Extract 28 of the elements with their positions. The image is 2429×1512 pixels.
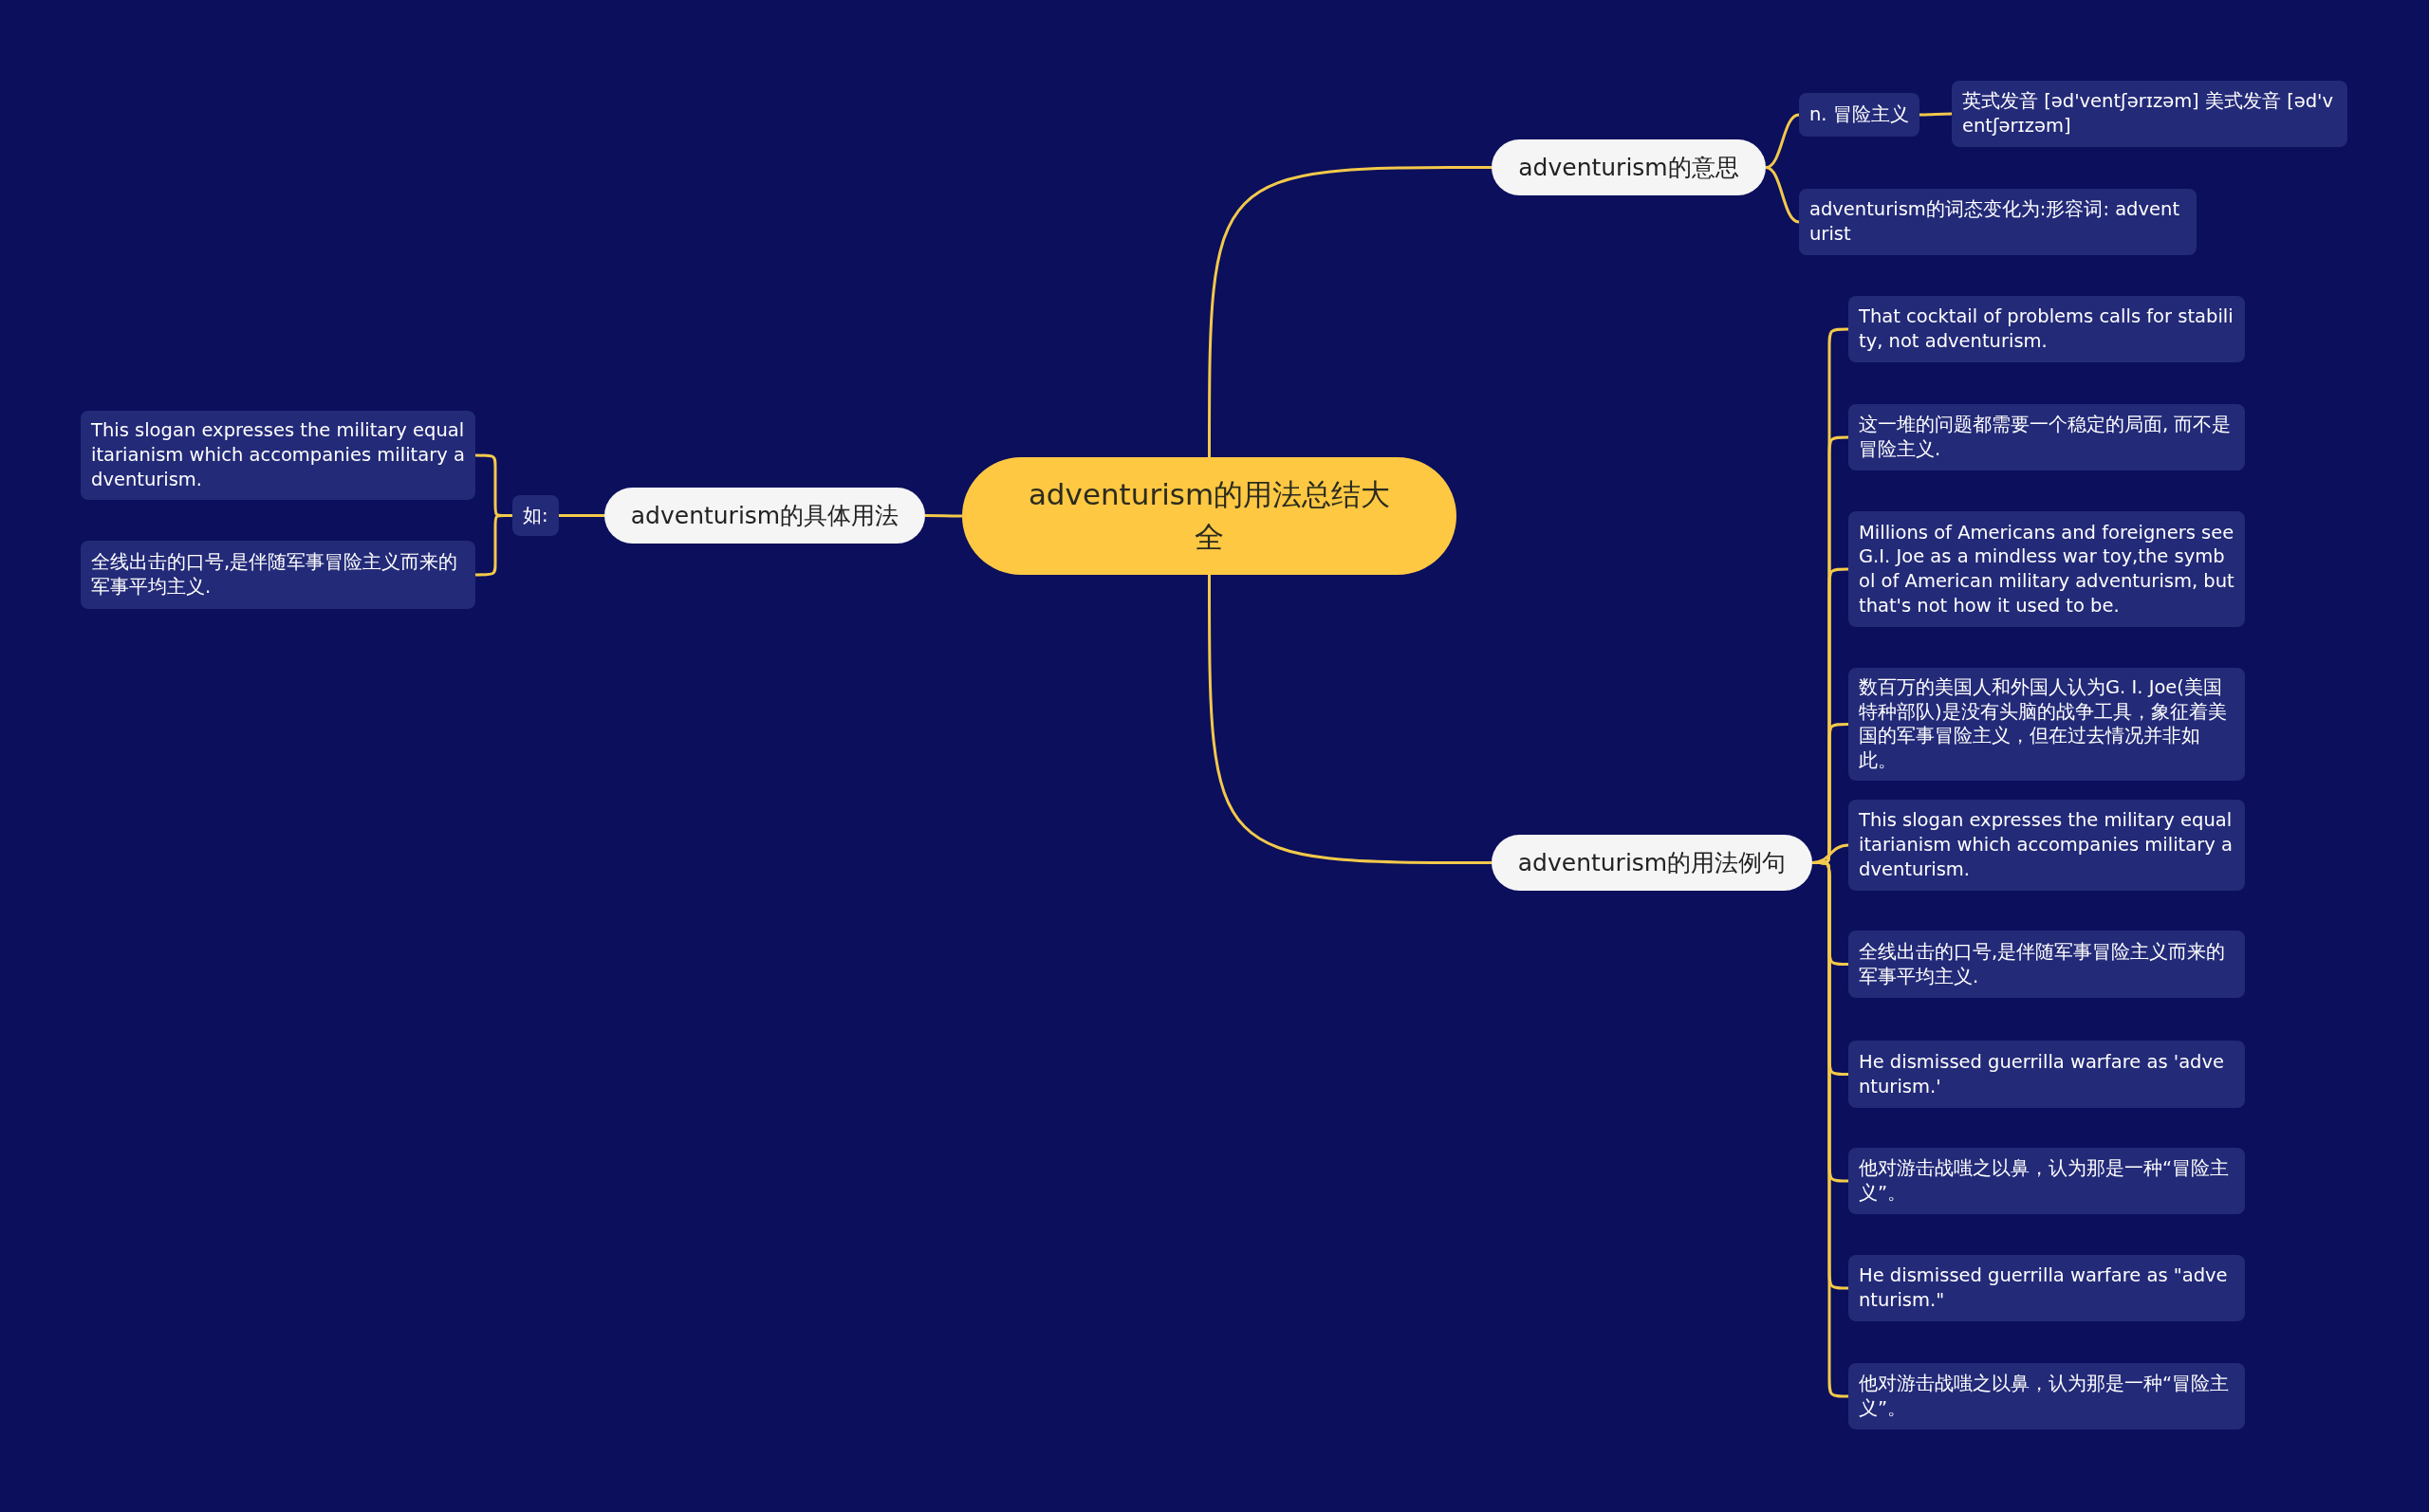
text-card: Millions of Americans and foreigners see G.I. Joe as a mindless war toy,the symbol of American military adventurism, but that's not how it used to be. (1848, 511, 2245, 627)
text-card: He dismissed guerrilla warfare as "adventurism." (1848, 1255, 2245, 1321)
connector-line (558, 514, 604, 517)
central-topic: adventurism的用法总结大全 (962, 457, 1456, 575)
connector-line (1765, 166, 1800, 224)
text-card: 全线出击的口号,是伴随军事冒险主义而来的军事平均主义. (81, 541, 475, 609)
text-card: adventurism的词态变化为:形容词: adventurist (1799, 189, 2197, 255)
topic-pill: adventurism的用法例句 (1492, 835, 1812, 891)
connector-line (1765, 113, 1800, 169)
topic-pill: adventurism的意思 (1492, 139, 1766, 195)
text-card: 如: (512, 495, 559, 536)
text-card: 他对游击战嗤之以鼻，认为那是一种“冒险主义”。 (1848, 1148, 2245, 1214)
text-card: This slogan expresses the military equalitarianism which accompanies military adventurism. (81, 411, 475, 500)
connector-line (925, 514, 962, 518)
text-card: He dismissed guerrilla warfare as 'adventurism.' (1848, 1041, 2245, 1108)
text-card: 全线出击的口号,是伴随军事冒险主义而来的军事平均主义. (1848, 931, 2245, 998)
connector-line (1919, 112, 1952, 117)
text-card: This slogan expresses the military equalitarianism which accompanies military adventurism. (1848, 800, 2245, 891)
text-card: n. 冒险主义 (1799, 93, 1919, 137)
connector-line (1208, 575, 1492, 864)
text-card: 他对游击战嗤之以鼻，认为那是一种“冒险主义”。 (1848, 1363, 2245, 1429)
connector-line (475, 514, 512, 577)
text-card: 这一堆的问题都需要一个稳定的局面, 而不是冒险主义. (1848, 404, 2245, 470)
text-card: 英式发音 [əd'ventʃərɪzəm] 美式发音 [əd'ventʃərɪzəm] (1952, 81, 2347, 147)
text-card: 数百万的美国人和外国人认为G. I. Joe(美国特种部队)是没有头脑的战争工具，象征着美国的军事冒险主义，但在过去情况并非如此。 (1848, 668, 2245, 781)
topic-pill: adventurism的具体用法 (604, 488, 925, 544)
text-card: That cocktail of problems calls for stability, not adventurism. (1848, 296, 2245, 362)
connector-line (1208, 166, 1492, 457)
